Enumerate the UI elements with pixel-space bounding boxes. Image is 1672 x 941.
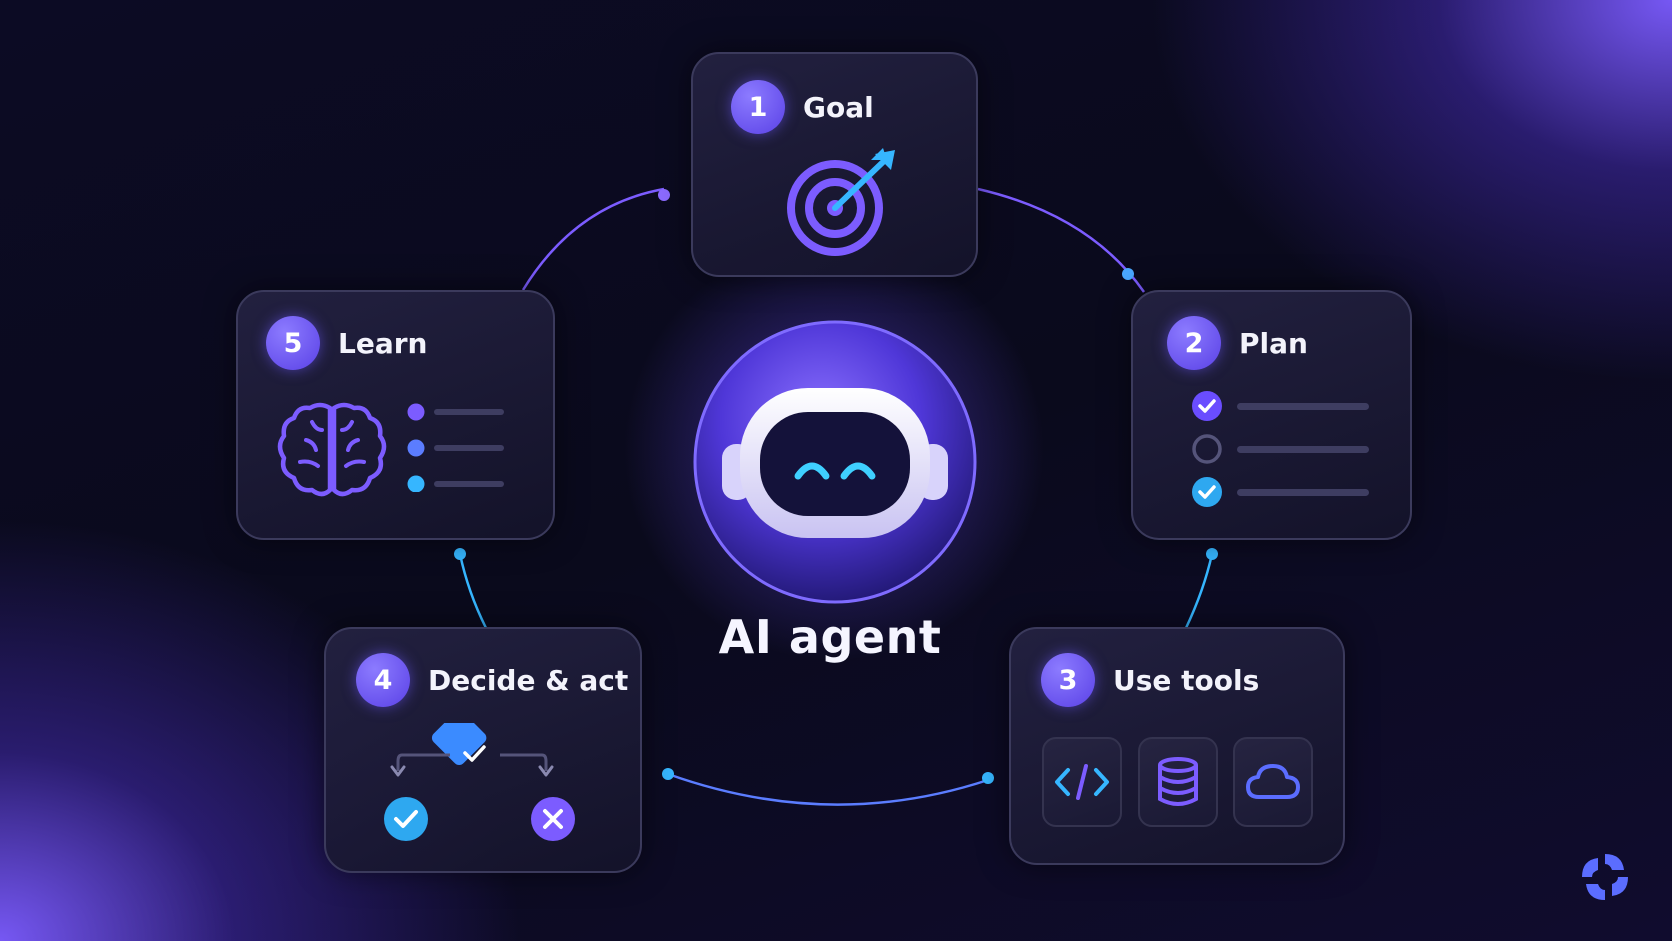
connector-dot — [982, 772, 994, 784]
tool-tile-cloud — [1233, 737, 1313, 827]
step-number-badge: 5 — [266, 316, 320, 370]
checklist-icon — [1192, 391, 1369, 507]
step-number-badge: 3 — [1041, 653, 1095, 707]
step-number-badge: 1 — [731, 80, 785, 134]
logo-icon — [1582, 854, 1628, 900]
step-card-learn: 5 Learn — [236, 290, 555, 540]
step-title: Decide & act — [428, 663, 629, 697]
code-icon — [1055, 764, 1109, 800]
step-number-badge: 4 — [356, 653, 410, 707]
center-title: AI agent — [718, 610, 942, 664]
decision-flow-icon — [384, 723, 575, 841]
step-title: Use tools — [1113, 663, 1260, 697]
step-title: Plan — [1239, 326, 1308, 360]
robot-icon — [693, 320, 977, 604]
brain-icon — [277, 402, 387, 497]
connector-dot — [1122, 268, 1134, 280]
tool-tile-code — [1042, 737, 1122, 827]
step-title: Goal — [803, 90, 874, 124]
step-card-goal: 1 Goal — [691, 52, 978, 277]
cloud-icon — [1246, 764, 1300, 799]
step-title: Learn — [338, 326, 428, 360]
step-number-badge: 2 — [1167, 316, 1221, 370]
connector-dot — [658, 189, 670, 201]
step-card-use-tools: 3 Use tools — [1009, 627, 1345, 865]
database-icon — [1158, 757, 1198, 806]
tool-tile-database — [1138, 737, 1218, 827]
connector-dot — [1206, 548, 1218, 560]
step-card-decide-act: 4 Decide & act — [324, 627, 642, 873]
target-icon — [787, 148, 895, 256]
learn-list-icon — [407, 403, 504, 492]
connector-dot — [454, 548, 466, 560]
connector-dot — [662, 768, 674, 780]
step-card-plan: 2 Plan — [1131, 290, 1412, 540]
